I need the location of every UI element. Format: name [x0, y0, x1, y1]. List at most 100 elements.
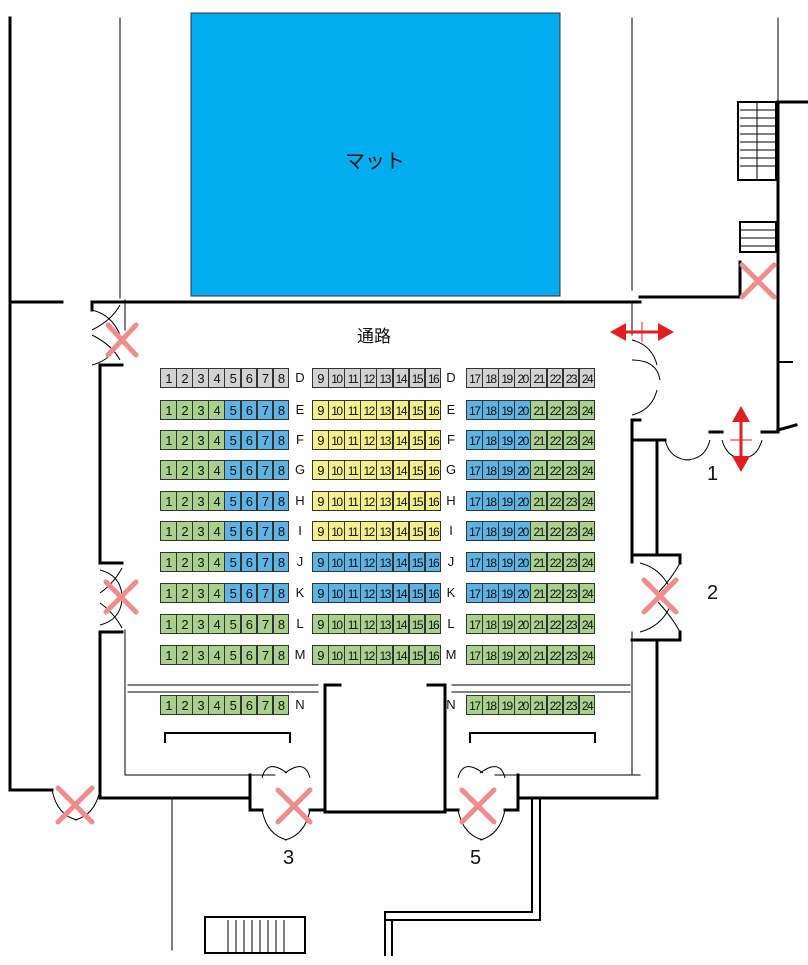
door-number-2: 2 [707, 582, 719, 604]
seat-L-2: 2 [176, 614, 193, 634]
seat-M-23: 23 [562, 645, 580, 665]
seat-M-4: 4 [208, 645, 225, 665]
seat-D-20: 20 [514, 368, 531, 388]
door-number-5: 5 [470, 847, 482, 869]
seat-D-16: 16 [424, 368, 442, 388]
row-label-H: H [295, 493, 305, 508]
seat-F-23: 23 [562, 430, 580, 450]
seat-E-1: 1 [160, 400, 177, 420]
seat-N-19: 19 [498, 695, 515, 715]
seat-E-21: 21 [530, 400, 548, 420]
seat-F-22: 22 [546, 430, 564, 450]
double-arrow-icon [730, 406, 752, 472]
seat-I-7: 7 [256, 521, 274, 541]
seat-J-19: 19 [498, 552, 515, 572]
row-label-J: J [296, 554, 304, 569]
seat-I-5: 5 [224, 521, 242, 541]
seat-K-22: 22 [546, 583, 564, 603]
aisle-label: 通路 [357, 327, 391, 347]
seat-H-22: 22 [546, 491, 564, 511]
open-exit-arrows [610, 322, 752, 472]
seat-L-5: 5 [224, 614, 242, 634]
cross-mark-icon [459, 787, 497, 825]
seat-M-19: 19 [498, 645, 515, 665]
seat-E-5: 5 [224, 400, 242, 420]
seat-E-2: 2 [176, 400, 193, 420]
seat-G-10: 10 [328, 460, 345, 480]
seat-L-13: 13 [376, 614, 394, 634]
seat-D-19: 19 [498, 368, 515, 388]
seat-J-16: 16 [424, 552, 442, 572]
seat-K-1: 1 [160, 583, 177, 603]
seat-F-24: 24 [578, 430, 596, 450]
row-label-H: H [446, 493, 456, 508]
seat-G-23: 23 [562, 460, 580, 480]
seat-K-15: 15 [408, 583, 426, 603]
seat-H-14: 14 [392, 491, 410, 511]
seat-K-2: 2 [176, 583, 193, 603]
double-arrow-icon [610, 322, 674, 342]
seat-K-12: 12 [360, 583, 377, 603]
seat-H-18: 18 [482, 491, 499, 511]
seat-G-3: 3 [192, 460, 209, 480]
seat-F-12: 12 [360, 430, 377, 450]
row-label-G: G [445, 462, 457, 477]
seat-G-19: 19 [498, 460, 515, 480]
seat-I-10: 10 [328, 521, 345, 541]
seat-D-9: 9 [312, 368, 329, 388]
seat-I-11: 11 [344, 521, 361, 541]
seat-J-17: 17 [466, 552, 483, 572]
seat-E-16: 16 [424, 400, 442, 420]
seat-D-1: 1 [160, 368, 177, 388]
seat-K-19: 19 [498, 583, 515, 603]
seat-J-5: 5 [224, 552, 242, 572]
seat-M-12: 12 [360, 645, 377, 665]
seat-M-21: 21 [530, 645, 548, 665]
seat-F-7: 7 [256, 430, 274, 450]
seat-E-13: 13 [376, 400, 394, 420]
seat-L-8: 8 [272, 614, 290, 634]
seat-I-14: 14 [392, 521, 410, 541]
seat-H-24: 24 [578, 491, 596, 511]
seat-G-18: 18 [482, 460, 499, 480]
seat-F-9: 9 [312, 430, 329, 450]
seat-H-15: 15 [408, 491, 426, 511]
seat-I-8: 8 [272, 521, 290, 541]
seat-H-17: 17 [466, 491, 483, 511]
seat-H-10: 10 [328, 491, 345, 511]
seat-M-7: 7 [256, 645, 274, 665]
seat-L-4: 4 [208, 614, 225, 634]
seat-K-21: 21 [530, 583, 548, 603]
row-label-I: I [449, 523, 453, 538]
seat-G-6: 6 [240, 460, 258, 480]
cross-mark-icon [55, 785, 95, 825]
seat-H-20: 20 [514, 491, 531, 511]
seat-I-9: 9 [312, 521, 329, 541]
seat-G-20: 20 [514, 460, 531, 480]
seat-E-20: 20 [514, 400, 531, 420]
seat-M-1: 1 [160, 645, 177, 665]
seat-M-17: 17 [466, 645, 483, 665]
seat-M-5: 5 [224, 645, 242, 665]
seat-F-1: 1 [160, 430, 177, 450]
seat-N-21: 21 [530, 695, 548, 715]
seat-J-6: 6 [240, 552, 258, 572]
seat-K-16: 16 [424, 583, 442, 603]
seat-M-16: 16 [424, 645, 442, 665]
seat-K-6: 6 [240, 583, 258, 603]
seat-E-24: 24 [578, 400, 596, 420]
seat-J-13: 13 [376, 552, 394, 572]
seat-H-21: 21 [530, 491, 548, 511]
seat-G-11: 11 [344, 460, 361, 480]
seat-G-22: 22 [546, 460, 564, 480]
seat-E-17: 17 [466, 400, 483, 420]
row-label-G: G [294, 462, 306, 477]
seat-N-3: 3 [192, 695, 209, 715]
seat-J-24: 24 [578, 552, 596, 572]
seat-K-4: 4 [208, 583, 225, 603]
seat-K-11: 11 [344, 583, 361, 603]
seat-K-14: 14 [392, 583, 410, 603]
seat-J-20: 20 [514, 552, 531, 572]
seat-H-16: 16 [424, 491, 442, 511]
